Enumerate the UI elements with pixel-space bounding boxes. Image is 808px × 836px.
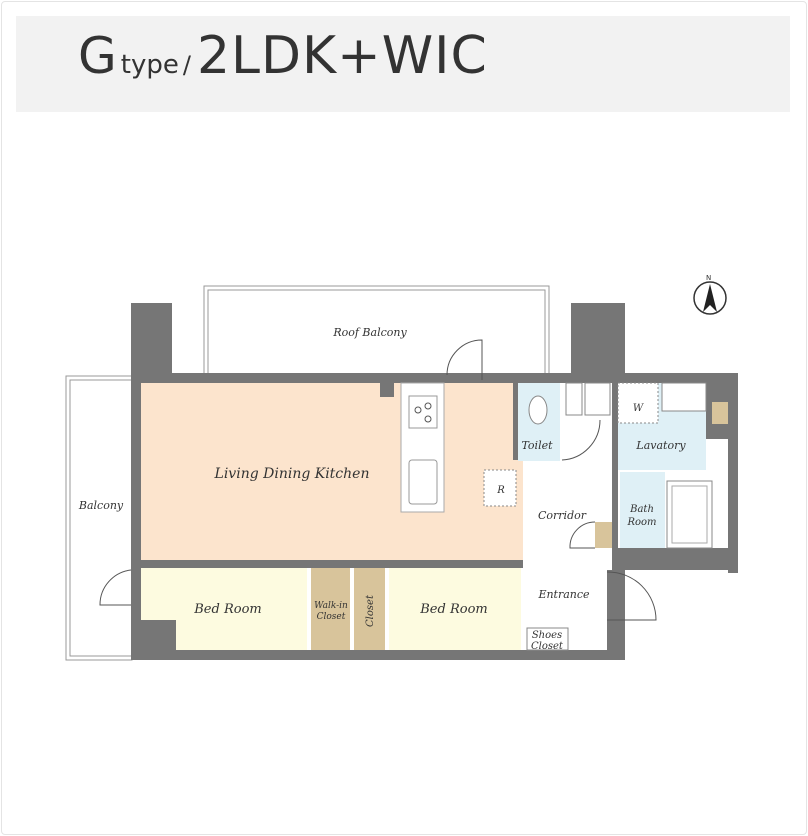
label-washer: W <box>633 403 644 414</box>
label-toilet: Toilet <box>521 439 553 452</box>
label-corridor: Corridor <box>538 509 587 522</box>
compass-label: N <box>706 274 711 282</box>
bathtub <box>666 480 713 549</box>
entrance-area <box>523 570 607 628</box>
label-fridge: R <box>496 485 505 496</box>
fridge-space <box>483 469 517 507</box>
layout-label: 2LDK+WIC <box>196 26 488 86</box>
bedroom-2-area <box>389 568 521 650</box>
label-bedroom-2: Bed Room <box>419 602 487 617</box>
label-closet: Closet <box>365 594 376 627</box>
type-letter: G <box>78 27 117 85</box>
sink <box>408 459 438 505</box>
label-bath-2: Room <box>626 517 656 528</box>
walk-in-closet-area <box>311 568 350 650</box>
label-wic-1: Walk-in <box>314 601 348 611</box>
label-entrance: Entrance <box>537 588 590 601</box>
separator: / <box>182 51 191 79</box>
ldk-area <box>141 383 513 560</box>
washer-space <box>617 382 659 424</box>
type-word: type <box>120 50 179 80</box>
closet-area <box>354 568 385 650</box>
label-ldk: Living Dining Kitchen <box>214 466 370 482</box>
label-bedroom-1: Bed Room <box>193 602 261 617</box>
label-balcony: Balcony <box>78 499 124 512</box>
shoes-closet <box>526 627 569 651</box>
label-shoes-1: Shoes <box>532 630 562 641</box>
header-bar <box>16 16 790 112</box>
label-wic-2: Closet <box>317 612 346 622</box>
doors <box>99 339 657 621</box>
north-compass-icon: N <box>693 274 727 315</box>
label-lavatory: Lavatory <box>635 439 686 452</box>
bath-area <box>620 472 665 548</box>
label-roof-balcony: Roof Balcony <box>332 326 407 339</box>
balcony <box>65 375 133 661</box>
label-shoes-2: Closet <box>531 641 564 652</box>
label-bath-1: Bath <box>629 504 654 515</box>
